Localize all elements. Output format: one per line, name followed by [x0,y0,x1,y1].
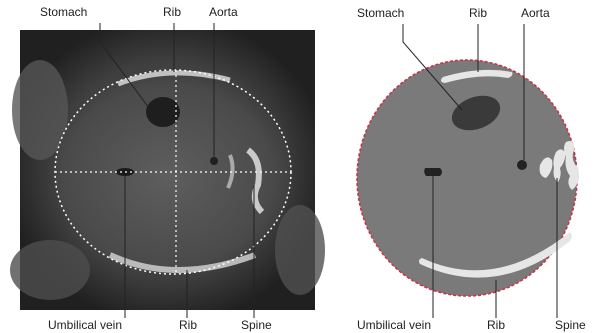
us-label-rib-bottom: Rib [179,318,197,332]
ultrasound-stomach [146,97,180,127]
us-label-umbilical-vein: Umbilical vein [48,318,122,332]
schematic-panel: Stomach Rib Aorta Umbilical vein Rib Spi… [357,6,586,332]
us-label-rib-top: Rib [163,5,181,19]
us-label-spine: Spine [241,318,272,332]
schematic-umbilical-vein [424,168,442,176]
sc-label-spine: Spine [555,318,586,332]
schematic-abdomen [357,60,577,296]
us-label-aorta: Aorta [209,5,238,19]
ultrasound-tissue-right [275,205,325,295]
sc-label-aorta: Aorta [521,6,550,20]
ultrasound-aorta [210,157,218,165]
schematic-aorta [517,160,527,170]
ultrasound-panel: Stomach Rib Aorta Umbilical vein Rib Spi… [10,5,325,332]
sc-label-rib-top: Rib [469,6,487,20]
us-label-stomach: Stomach [40,5,87,19]
sc-label-rib-bottom: Rib [487,318,505,332]
ultrasound-tissue-bottom-left [10,240,90,300]
sc-label-umbilical-vein: Umbilical vein [357,318,431,332]
sc-label-stomach: Stomach [357,6,404,20]
